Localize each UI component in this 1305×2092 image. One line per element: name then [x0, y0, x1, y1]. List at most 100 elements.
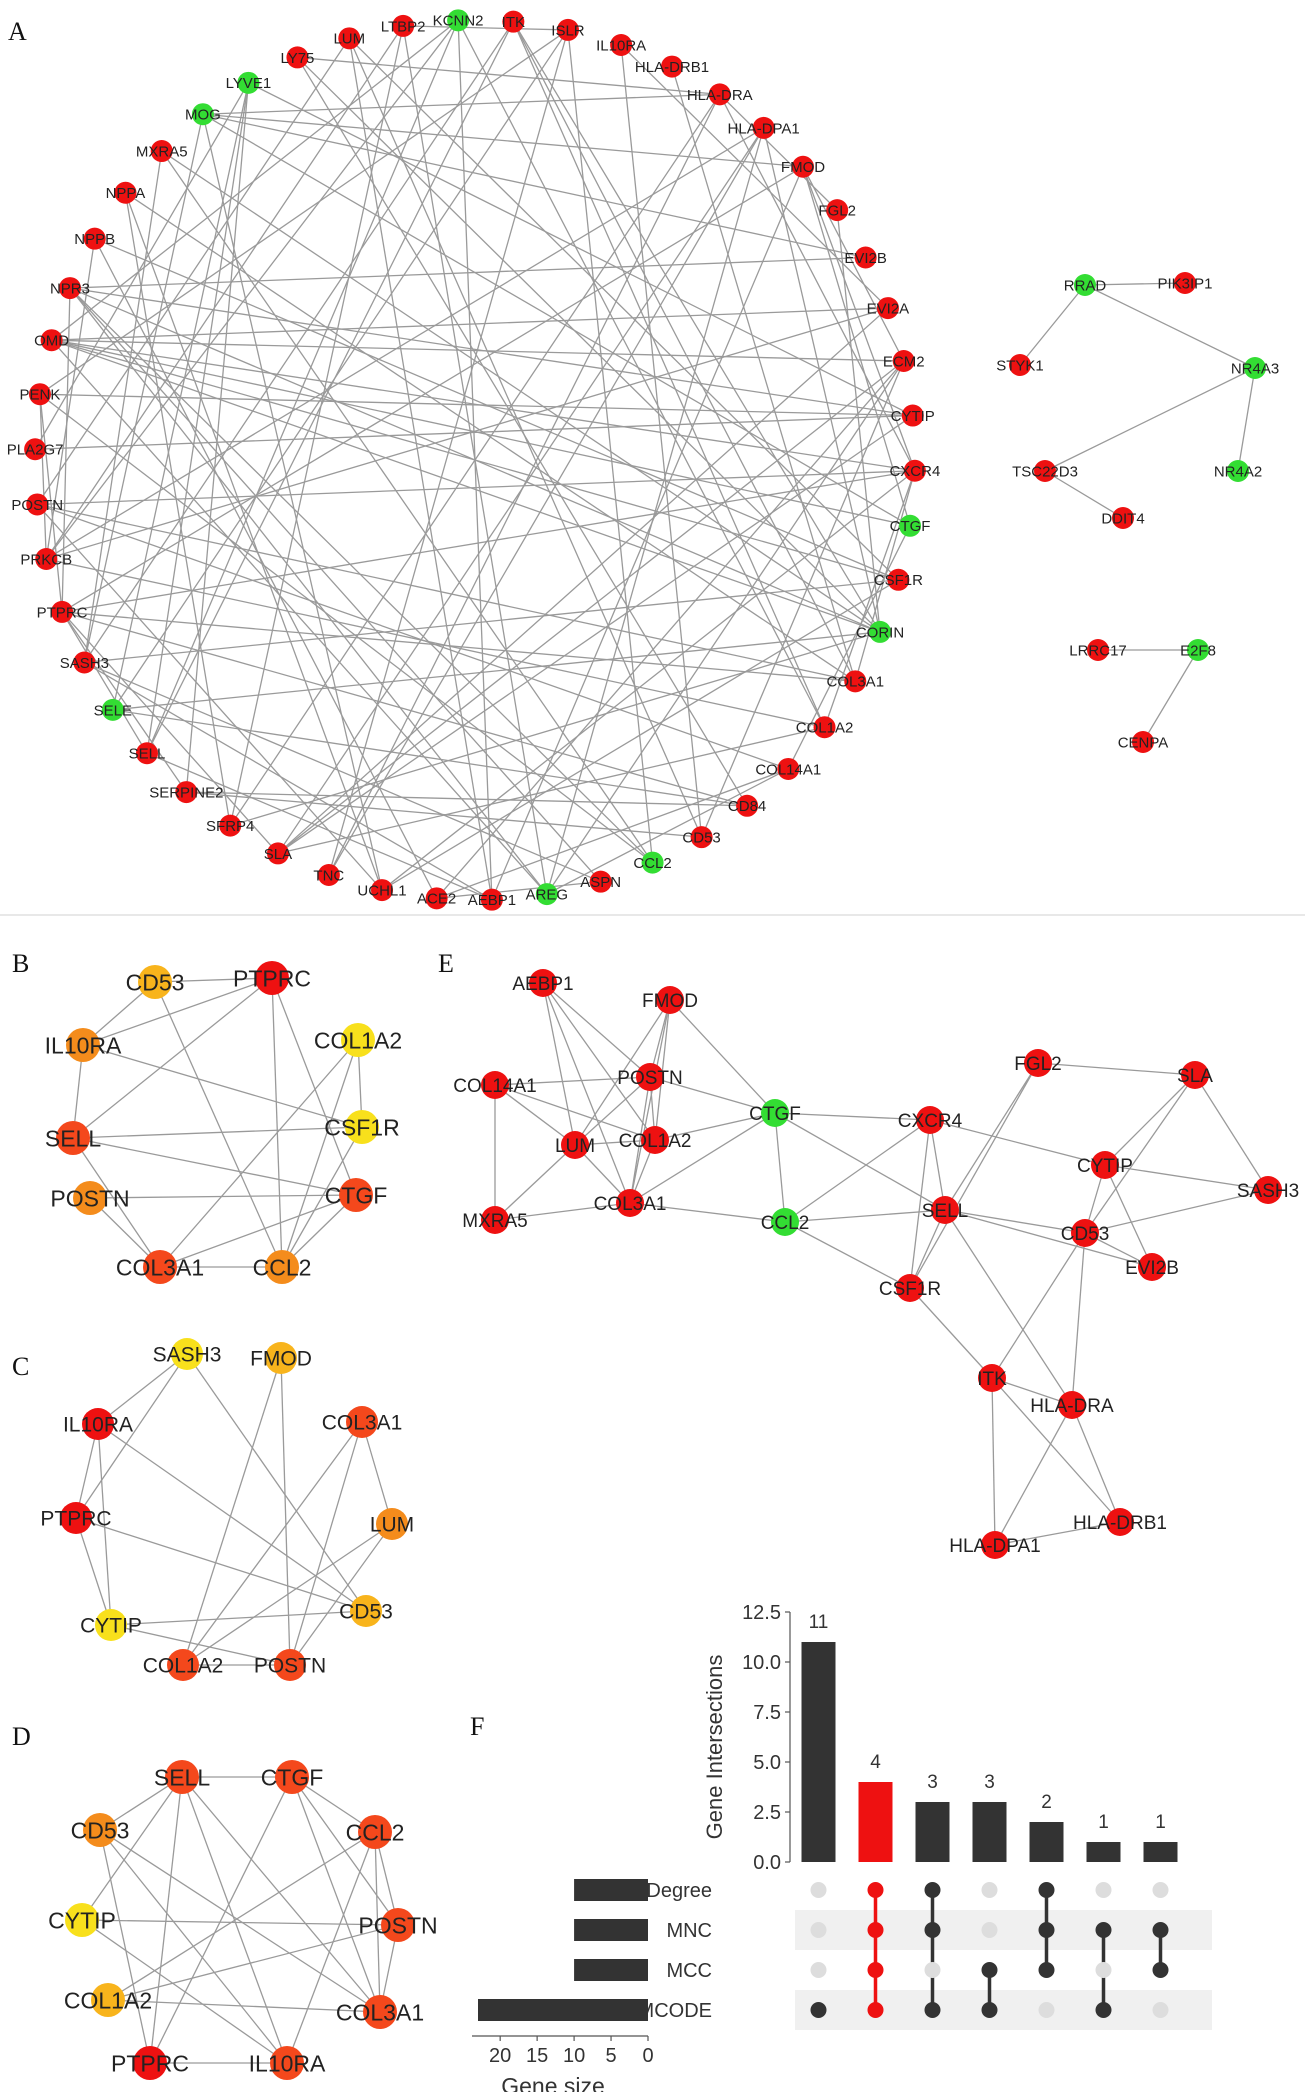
network-a-node-evi2b[interactable] — [854, 246, 877, 269]
network-e-node-hla-dpa1[interactable] — [981, 1531, 1009, 1559]
network-d-node-postn[interactable] — [381, 1908, 415, 1942]
network-a-side-node-styk1[interactable] — [1009, 354, 1031, 376]
network-a-node-nppb[interactable] — [83, 227, 106, 250]
network-a-node-csf1r[interactable] — [887, 568, 910, 591]
network-a-node-evi2a[interactable] — [876, 297, 899, 320]
network-b-node-csf1r[interactable] — [345, 1110, 379, 1144]
network-d-node-il10ra[interactable] — [270, 2046, 304, 2080]
network-e-node-col14a1[interactable] — [481, 1071, 509, 1099]
network-d-node-ccl2[interactable] — [358, 1815, 392, 1849]
network-b-node-cd53[interactable] — [138, 965, 172, 999]
network-a-node-islr[interactable] — [556, 18, 579, 41]
network-d-node-col1a2[interactable] — [91, 1983, 125, 2017]
network-c-node-fmod[interactable] — [265, 1342, 297, 1374]
network-e-node-mxra5[interactable] — [481, 1206, 509, 1234]
network-d-node-cytip[interactable] — [65, 1903, 99, 1937]
network-e-node-sash3[interactable] — [1254, 1176, 1282, 1204]
network-e-node-itk[interactable] — [978, 1364, 1006, 1392]
network-d-node-sell[interactable] — [165, 1760, 199, 1794]
network-a-node-fgl2[interactable] — [826, 199, 849, 222]
network-a-node-hla-drb1[interactable] — [661, 55, 684, 78]
network-a-node-col3a1[interactable] — [844, 670, 867, 693]
network-a-node-fmod[interactable] — [792, 155, 815, 178]
network-a-node-cytip[interactable] — [901, 404, 924, 427]
network-a-side-node-nr4a2[interactable] — [1227, 460, 1249, 482]
network-a-node-pla2g7[interactable] — [24, 438, 47, 461]
network-a-node-sash3[interactable] — [73, 651, 96, 674]
network-a-side-node-e2f8[interactable] — [1187, 639, 1209, 661]
network-e-node-cd53[interactable] — [1071, 1219, 1099, 1247]
network-a-side-node-tsc22d3[interactable] — [1034, 460, 1056, 482]
network-e-node-fmod[interactable] — [656, 986, 684, 1014]
network-c-node-cd53[interactable] — [350, 1595, 382, 1627]
network-a-node-sell[interactable] — [135, 742, 158, 765]
network-a-node-kcnn2[interactable] — [447, 9, 470, 32]
network-b-node-ptprc[interactable] — [255, 961, 289, 995]
network-e-node-evi2b[interactable] — [1138, 1253, 1166, 1281]
network-c-node-col1a2[interactable] — [167, 1649, 199, 1681]
network-a-side-node-pik3ip1[interactable] — [1174, 272, 1196, 294]
network-a-node-cd53[interactable] — [690, 826, 713, 849]
network-c-node-cytip[interactable] — [95, 1609, 127, 1641]
network-c-node-lum[interactable] — [376, 1508, 408, 1540]
network-a-node-aebp1[interactable] — [480, 888, 503, 911]
network-b-node-ccl2[interactable] — [265, 1250, 299, 1284]
network-a-node-areg[interactable] — [535, 883, 558, 906]
network-a-node-npr3[interactable] — [58, 277, 81, 300]
network-b-node-sell[interactable] — [56, 1121, 90, 1155]
network-a-node-ltbp2[interactable] — [392, 14, 415, 37]
network-e-node-ccl2[interactable] — [771, 1208, 799, 1236]
network-e-node-cytip[interactable] — [1091, 1151, 1119, 1179]
network-a-node-serpine2[interactable] — [175, 781, 198, 804]
network-a-node-sla[interactable] — [266, 842, 289, 865]
network-a-node-il10ra[interactable] — [610, 33, 633, 56]
network-a-node-corin[interactable] — [869, 620, 892, 643]
network-b-node-postn[interactable] — [73, 1181, 107, 1215]
network-a-node-mog[interactable] — [191, 103, 214, 126]
network-a-node-itk[interactable] — [502, 10, 525, 33]
network-d-node-ctgf[interactable] — [275, 1760, 309, 1794]
network-a-node-penk[interactable] — [28, 383, 51, 406]
network-a-node-col14a1[interactable] — [777, 757, 800, 780]
network-a-node-postn[interactable] — [26, 493, 49, 516]
network-e-node-csf1r[interactable] — [896, 1274, 924, 1302]
network-e-node-sell[interactable] — [931, 1196, 959, 1224]
network-a-node-col1a2[interactable] — [813, 716, 836, 739]
network-a-side-node-cenpa[interactable] — [1132, 731, 1154, 753]
network-e-node-hla-drb1[interactable] — [1106, 1508, 1134, 1536]
network-a-node-ccl2[interactable] — [641, 851, 664, 874]
network-a-side-node-ddit4[interactable] — [1112, 507, 1134, 529]
network-a-node-sele[interactable] — [101, 698, 124, 721]
network-a-node-lum[interactable] — [338, 27, 361, 50]
network-e-node-fgl2[interactable] — [1024, 1049, 1052, 1077]
network-d-node-ptprc[interactable] — [133, 2046, 167, 2080]
network-b-node-col1a2[interactable] — [341, 1023, 375, 1057]
network-a-node-tnc[interactable] — [317, 864, 340, 887]
network-a-node-ptprc[interactable] — [51, 600, 74, 623]
network-b-node-ctgf[interactable] — [339, 1178, 373, 1212]
network-a-node-cxcr4[interactable] — [903, 459, 926, 482]
network-e-node-aebp1[interactable] — [529, 969, 557, 997]
network-d-node-cd53[interactable] — [83, 1813, 117, 1847]
network-c-node-il10ra[interactable] — [82, 1408, 114, 1440]
network-e-node-ctgf[interactable] — [761, 1099, 789, 1127]
network-b-node-col3a1[interactable] — [143, 1250, 177, 1284]
network-a-node-ecm2[interactable] — [892, 350, 915, 373]
network-e-node-lum[interactable] — [561, 1131, 589, 1159]
network-a-node-hla-dpa1[interactable] — [752, 116, 775, 139]
network-e-node-sla[interactable] — [1181, 1061, 1209, 1089]
network-e-node-col1a2[interactable] — [641, 1126, 669, 1154]
network-a-node-nppa[interactable] — [114, 181, 137, 204]
network-d-node-col3a1[interactable] — [363, 1995, 397, 2029]
network-a-node-mxra5[interactable] — [150, 140, 173, 163]
network-a-node-ace2[interactable] — [425, 887, 448, 910]
network-a-node-sfrp4[interactable] — [219, 814, 242, 837]
network-a-side-node-nr4a3[interactable] — [1244, 357, 1266, 379]
network-a-side-node-rrad[interactable] — [1074, 274, 1096, 296]
network-b-node-il10ra[interactable] — [66, 1028, 100, 1062]
network-e-node-col3a1[interactable] — [616, 1189, 644, 1217]
network-e-node-hla-dra[interactable] — [1058, 1391, 1086, 1419]
network-a-node-ly75[interactable] — [286, 46, 309, 69]
network-e-node-postn[interactable] — [636, 1063, 664, 1091]
network-a-node-aspn[interactable] — [589, 870, 612, 893]
